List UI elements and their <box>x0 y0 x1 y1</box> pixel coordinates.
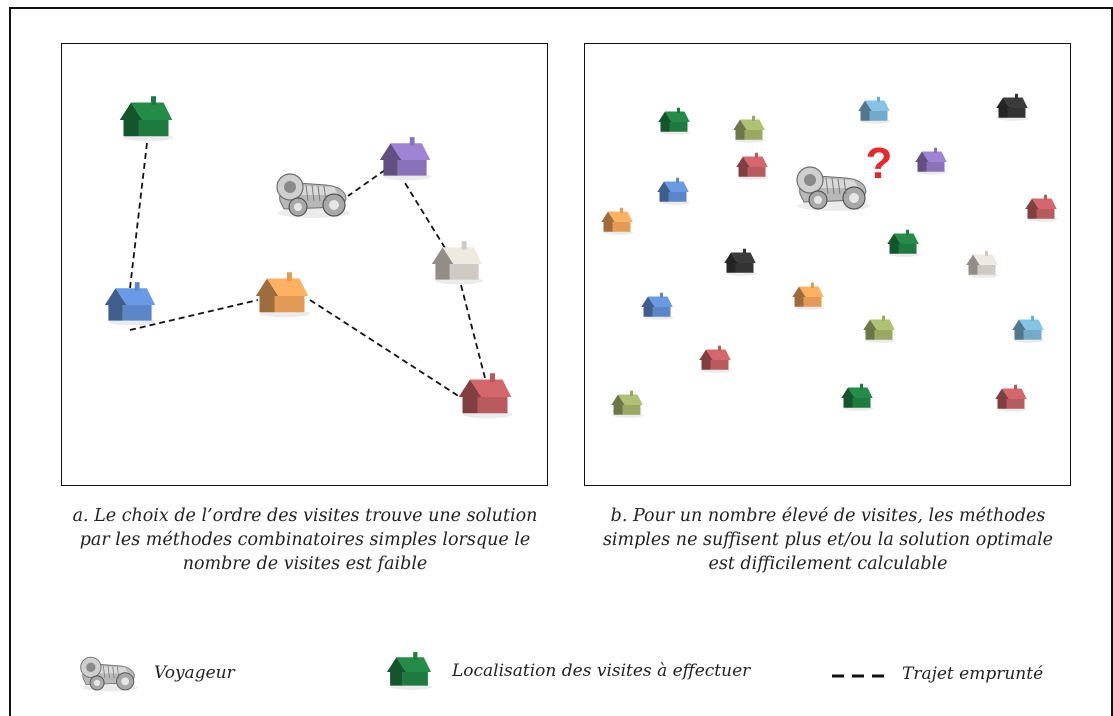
house-token-icon <box>915 147 948 175</box>
house-token-icon <box>736 152 769 180</box>
house-token-icon <box>119 96 174 142</box>
house-token-icon <box>699 345 732 373</box>
house-token-icon <box>863 315 896 343</box>
house-token-icon <box>104 282 157 326</box>
house-token-icon <box>858 96 891 124</box>
house-token-icon <box>792 282 825 310</box>
house-token-icon <box>841 383 874 411</box>
house-token-icon <box>611 390 644 418</box>
house-token-icon <box>887 229 920 257</box>
route-path <box>129 142 486 398</box>
caption-a: a. Le choix de l’ordre des visites trouv… <box>72 506 538 574</box>
house-token-icon <box>458 373 513 419</box>
house-token-icon <box>1025 194 1058 222</box>
legend-visits-label: Localisation des visites à effectuer <box>452 661 751 681</box>
question-mark: ? <box>866 139 893 188</box>
house-token-icon <box>386 652 433 690</box>
house-token-icon <box>379 137 432 181</box>
house-token-icon <box>724 248 757 276</box>
house-token-icon <box>601 207 634 235</box>
traveler-car-token <box>796 166 871 212</box>
legend-route-label: Trajet emprunté <box>902 664 1044 684</box>
house-token-icon <box>658 107 691 135</box>
house-token-icon <box>1012 315 1045 343</box>
legend-house-icon <box>386 652 433 690</box>
legend-traveler-label: Voyageur <box>154 663 235 683</box>
house-token-icon <box>995 384 1028 412</box>
house-token-icon <box>996 93 1029 121</box>
house-token-icon <box>733 115 766 143</box>
house-token-icon <box>431 241 484 285</box>
house-token-icon <box>966 250 999 278</box>
figure-frame <box>9 7 1113 716</box>
house-token-icon <box>657 177 690 205</box>
house-token-icon <box>641 292 674 320</box>
traveler-car-token <box>276 173 351 219</box>
house-token-icon <box>255 272 310 318</box>
caption-b: b. Pour un nombre élevé de visites, les … <box>602 506 1054 574</box>
legend-car-icon <box>80 656 139 692</box>
